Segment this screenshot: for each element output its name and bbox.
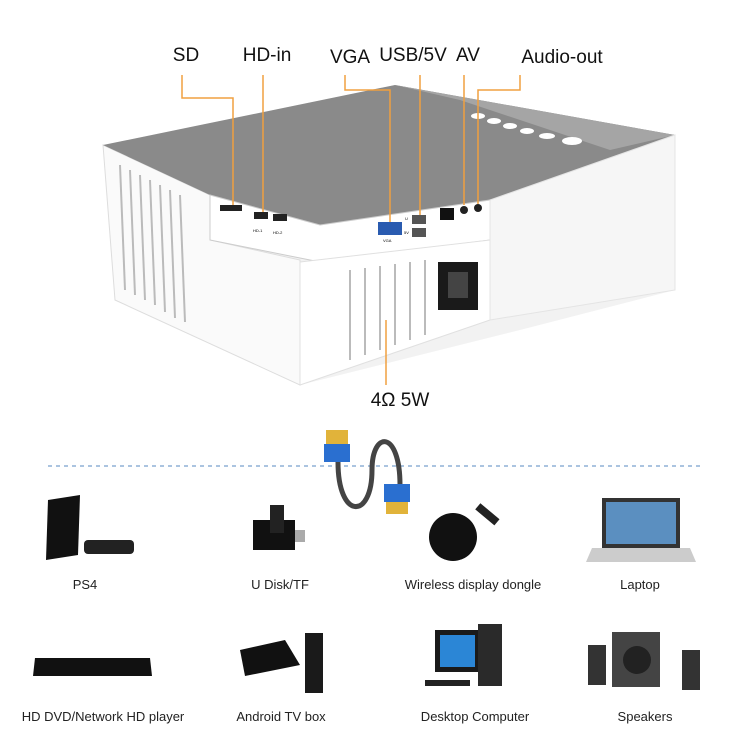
label-hd-in: HD-in xyxy=(242,45,292,66)
caption-desktop: Desktop Computer xyxy=(420,709,530,724)
vga-port xyxy=(378,222,402,235)
vent-grille xyxy=(119,164,426,360)
tv-box-icon xyxy=(240,633,323,693)
label-vga: VGA xyxy=(329,47,371,68)
dongle-icon xyxy=(429,503,500,561)
label-av: AV xyxy=(456,45,480,66)
label-sd: SD xyxy=(172,45,200,66)
mark-hd1: HD-1 xyxy=(253,228,263,233)
usb-drive-icon xyxy=(253,505,305,550)
mark-vga: VGA xyxy=(383,238,392,243)
leader-lines xyxy=(181,75,521,385)
av-jack xyxy=(460,206,468,214)
caption-dongle: Wireless display dongle xyxy=(404,577,542,592)
caption-tv-box: Android TV box xyxy=(236,709,326,724)
sd-slot xyxy=(220,205,242,211)
speakers-icon xyxy=(588,632,700,690)
caption-speakers: Speakers xyxy=(617,709,673,724)
hdmi-1-port xyxy=(254,212,268,219)
desktop-computer-icon xyxy=(425,624,502,686)
mark-u: U xyxy=(405,216,408,221)
label-audio-out: Audio-out xyxy=(521,47,603,68)
hdmi-2-port xyxy=(273,214,287,221)
laptop-icon xyxy=(586,498,696,562)
caption-ps4: PS4 xyxy=(72,577,98,592)
game-console-icon xyxy=(46,495,134,560)
label-speaker: 4Ω 5W xyxy=(370,390,430,411)
label-usb: USB/5V xyxy=(379,45,447,66)
mark-hd2: HD-2 xyxy=(273,230,283,235)
projector xyxy=(102,85,676,386)
caption-dvd-player: HD DVD/Network HD player xyxy=(21,709,185,724)
usb-port xyxy=(412,215,426,224)
control-buttons xyxy=(471,113,582,145)
caption-u-disk: U Disk/TF xyxy=(251,577,309,592)
dvd-player-icon xyxy=(33,658,152,676)
caption-laptop: Laptop xyxy=(620,577,660,592)
mark-5v: 5V xyxy=(404,230,409,235)
audio-out-jack xyxy=(474,204,482,212)
hdmi-cable-icon xyxy=(324,430,410,514)
